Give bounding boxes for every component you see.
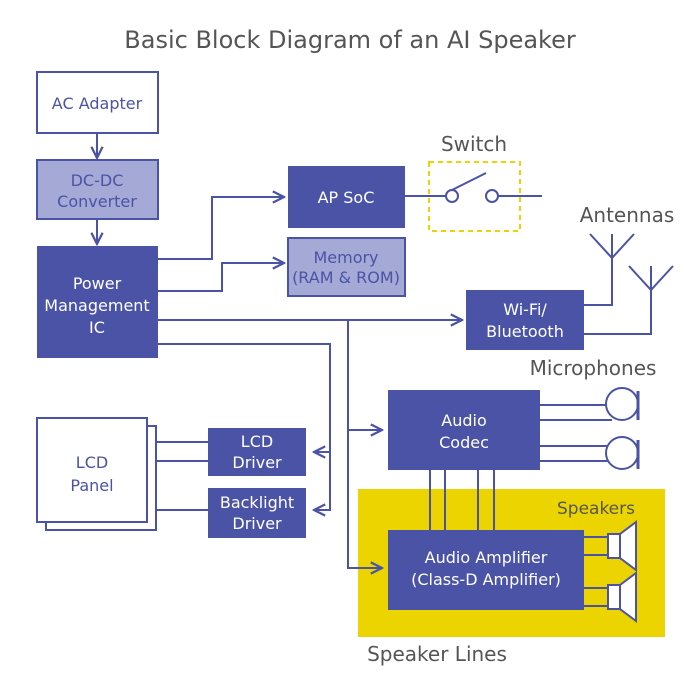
switch-label: Switch <box>441 132 507 156</box>
lcd-driver-label-line1: LCD <box>241 432 273 451</box>
backlight-label-line2: Driver <box>232 514 282 533</box>
backlight-driver-block: Backlight Driver <box>208 488 306 538</box>
backlight-label-line1: Backlight <box>220 493 294 512</box>
antennas-label: Antennas <box>580 203 675 227</box>
microphone-icon <box>605 387 640 421</box>
audio-codec-label-line2: Codec <box>439 433 489 452</box>
pmic-label-line3: IC <box>89 318 105 337</box>
lcd-driver-block: LCD Driver <box>208 428 306 476</box>
switch-symbol <box>428 161 521 232</box>
wires <box>97 134 652 607</box>
wifi-label-line1: Wi-Fi/ <box>503 300 547 319</box>
ap-soc-label: AP SoC <box>318 188 375 207</box>
pmic-block: Power Management IC <box>37 246 158 358</box>
speaker-icon <box>607 520 637 572</box>
speakers-label: Speakers <box>557 499 635 519</box>
wifi-label-line2: Bluetooth <box>486 322 564 341</box>
lcd-panel-label-line2: Panel <box>70 476 113 495</box>
ac-adapter-block: AC Adapter <box>36 71 159 134</box>
microphone-icon <box>605 436 640 470</box>
ap-soc-block: AP SoC <box>288 166 405 228</box>
microphones-label: Microphones <box>530 356 657 380</box>
audio-amplifier-block: Audio Amplifier (Class-D Amplifier) <box>388 530 584 610</box>
audio-codec-label-line1: Audio <box>441 411 486 430</box>
lcd-panel-block: LCD Panel <box>36 417 157 531</box>
lcd-driver-label-line2: Driver <box>232 453 282 472</box>
diagram-title: Basic Block Diagram of an AI Speaker <box>124 26 576 54</box>
speaker-lines-label: Speaker Lines <box>367 642 507 666</box>
wifi-bluetooth-block: Wi-Fi/ Bluetooth <box>466 290 584 350</box>
pmic-label-line1: Power <box>73 274 122 293</box>
pmic-label-line2: Management <box>44 296 149 315</box>
dcdc-label-line1: DC-DC <box>71 171 124 190</box>
amp-label-line1: Audio Amplifier <box>425 548 548 567</box>
memory-block: Memory (RAM & ROM) <box>287 237 406 297</box>
antenna-icons <box>589 233 674 292</box>
speaker-icon <box>607 571 637 623</box>
audio-codec-block: Audio Codec <box>388 390 540 470</box>
dcdc-converter-block: DC-DC Converter <box>36 159 159 220</box>
dcdc-label-line2: Converter <box>57 192 137 211</box>
ac-adapter-label: AC Adapter <box>52 94 143 113</box>
memory-label-line1: Memory <box>313 248 378 267</box>
amp-label-line2: (Class-D Amplifier) <box>411 570 561 589</box>
lcd-panel-label-line1: LCD <box>76 453 108 472</box>
memory-label-line2: (RAM & ROM) <box>292 268 400 287</box>
